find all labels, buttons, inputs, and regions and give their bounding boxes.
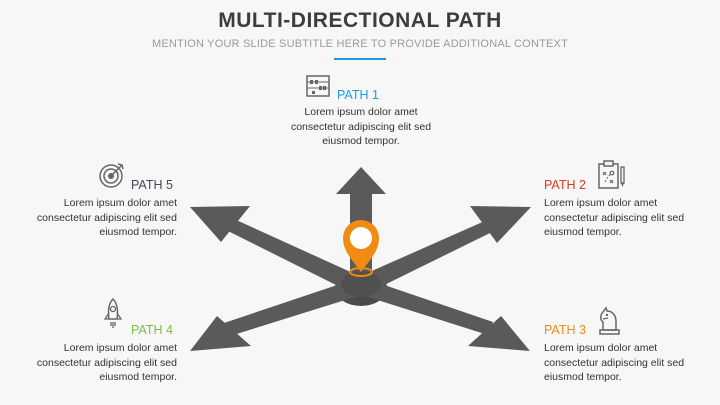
- path-2-label: PATH 2: [544, 178, 586, 192]
- page-subtitle: MENTION YOUR SLIDE SUBTITLE HERE TO PROV…: [151, 38, 568, 50]
- rocket-icon: [103, 297, 123, 328]
- chess-knight-icon: [599, 306, 620, 335]
- path-4-label: PATH 4: [131, 323, 173, 337]
- location-pin-icon: [343, 220, 379, 277]
- target-icon: [99, 163, 124, 188]
- path-5-description: Lorem ipsum dolor amet consectetur adipi…: [36, 197, 177, 238]
- path-1-description: Lorem ipsum dolor amet consectetur adipi…: [290, 106, 432, 147]
- arrow-upper-right: [356, 206, 531, 296]
- arrow-upper-left: [190, 206, 366, 297]
- path-3-description: Lorem ipsum dolor amet consectetur adipi…: [544, 342, 685, 383]
- path-5-label: PATH 5: [131, 178, 173, 192]
- page-title: MULTI-DIRECTIONAL PATH: [218, 9, 502, 32]
- title-underline: [334, 58, 386, 60]
- arrow-lower-left: [190, 276, 364, 351]
- path-1-label: PATH 1: [337, 88, 379, 102]
- abacus-icon: [306, 75, 330, 97]
- clipboard-strategy-icon: [598, 160, 625, 189]
- path-4-description: Lorem ipsum dolor amet consectetur adipi…: [36, 342, 177, 383]
- path-2-description: Lorem ipsum dolor amet consectetur adipi…: [544, 197, 685, 238]
- path-3-label: PATH 3: [544, 323, 586, 337]
- arrow-lower-right: [358, 276, 530, 351]
